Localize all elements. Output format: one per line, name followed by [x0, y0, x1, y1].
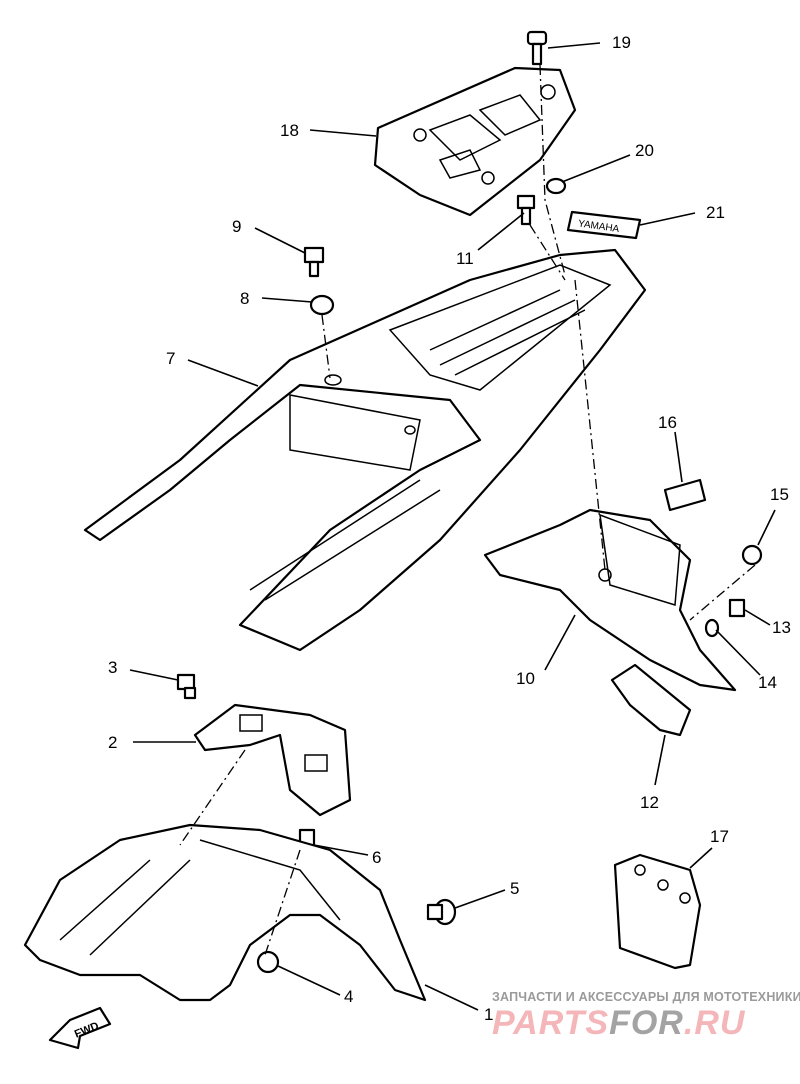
- callout-15: 15: [770, 485, 789, 504]
- callout-17: 17: [710, 827, 729, 846]
- callout-6: 6: [372, 848, 381, 867]
- callout-21: 21: [706, 203, 725, 222]
- callout-11: 11: [456, 249, 474, 268]
- callout-5: 5: [510, 879, 519, 898]
- callout-2: 2: [108, 733, 117, 752]
- callout-14: 14: [758, 673, 777, 692]
- nut-part-15[interactable]: [741, 544, 763, 566]
- watermark-logo: PARTSFOR.RU: [492, 1004, 745, 1043]
- front-fender-part-1[interactable]: [23, 823, 427, 1002]
- bolt-part-3[interactable]: [176, 673, 197, 700]
- callout-3: 3: [108, 658, 117, 677]
- plate-part-17[interactable]: [613, 853, 702, 970]
- rear-cowl-part-7[interactable]: [83, 248, 647, 652]
- watermark-logo-ru: .RU: [683, 1004, 746, 1042]
- callout-16: 16: [658, 413, 677, 432]
- callout-4: 4: [344, 987, 353, 1006]
- fwd-arrow-icon: FWD: [48, 1006, 112, 1050]
- callout-20: 20: [635, 141, 654, 160]
- callout-18: 18: [280, 121, 299, 140]
- watermark-tagline: ЗАПЧАСТИ И АКСЕССУАРЫ ДЛЯ МОТОТЕХНИКИ: [492, 990, 800, 1004]
- fender-bracket-part-2[interactable]: [193, 703, 352, 817]
- callout-1: 1: [484, 1005, 493, 1024]
- callout-8: 8: [240, 289, 249, 308]
- bolt-part-11[interactable]: [516, 194, 536, 226]
- callout-13: 13: [772, 618, 791, 637]
- bolt-part-19[interactable]: [526, 30, 548, 66]
- washer-part-14[interactable]: [704, 618, 720, 638]
- callout-7: 7: [166, 349, 175, 368]
- light-part-16[interactable]: [663, 478, 707, 512]
- grommet-part-8[interactable]: [309, 294, 335, 316]
- bolt-part-13[interactable]: [728, 598, 746, 618]
- emblem-part-21[interactable]: YAMAHA: [566, 210, 642, 240]
- callout-12: 12: [640, 793, 659, 812]
- reflector-bracket-part-12[interactable]: [610, 663, 692, 737]
- nut-part-4[interactable]: [256, 950, 280, 974]
- bolt-part-9[interactable]: [303, 246, 325, 278]
- callout-10: 10: [516, 669, 535, 688]
- grommet-part-5[interactable]: [426, 898, 457, 926]
- collar-part-20[interactable]: [545, 177, 567, 195]
- watermark-logo-parts: PARTS: [492, 1004, 610, 1042]
- license-bracket-part-10[interactable]: [483, 508, 737, 692]
- callout-19: 19: [612, 33, 631, 52]
- callout-9: 9: [232, 217, 241, 236]
- watermark-logo-for: FOR: [609, 1004, 684, 1042]
